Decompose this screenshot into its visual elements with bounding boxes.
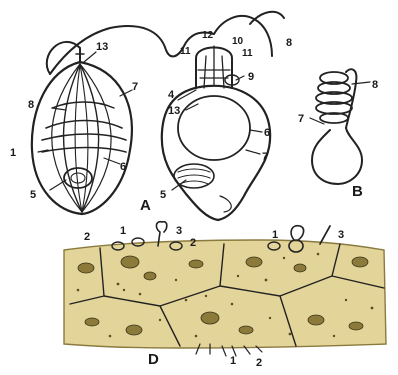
panel-a-caption: A bbox=[140, 197, 151, 214]
callout-d-2-left: 2 bbox=[84, 231, 90, 243]
panel-b-caption: B bbox=[352, 183, 363, 200]
callout-d-2-mid: 2 bbox=[190, 237, 196, 249]
callout-d-3-left: 3 bbox=[176, 225, 182, 237]
callout-b-7: 7 bbox=[298, 113, 304, 125]
callout-d-1-bottom: 1 bbox=[230, 355, 236, 367]
callout-d-2-bottom: 2 bbox=[256, 357, 262, 369]
panel-d-tissue bbox=[64, 222, 386, 356]
callout-b-8: 8 bbox=[372, 79, 378, 91]
callout-a-11-left: 11 bbox=[180, 46, 191, 57]
callout-a-7-left: 7 bbox=[132, 81, 138, 93]
callout-a-12: 12 bbox=[202, 30, 214, 41]
panel-a-trophozoite bbox=[32, 48, 132, 214]
callout-d-3-right: 3 bbox=[338, 229, 344, 241]
callout-a-4: 4 bbox=[168, 89, 175, 101]
callout-a-5-left: 5 bbox=[30, 189, 36, 201]
callout-a-6-right: 6 bbox=[264, 127, 270, 139]
callout-a-7-right: 7 bbox=[262, 151, 268, 163]
callout-a-9: 9 bbox=[248, 71, 254, 83]
callout-a-8-left: 8 bbox=[28, 99, 34, 111]
callout-a-11-right: 11 bbox=[242, 48, 253, 59]
callout-d-1-right: 1 bbox=[272, 229, 278, 241]
callout-a-6-left: 6 bbox=[120, 161, 126, 173]
callout-a-13-top: 13 bbox=[96, 41, 108, 53]
callout-a-10: 10 bbox=[232, 36, 244, 47]
callout-a-13-right: 13 bbox=[168, 105, 180, 117]
callout-a-1: 1 bbox=[10, 147, 16, 159]
panel-d-caption: D bbox=[148, 351, 159, 368]
callout-a-8-right: 8 bbox=[286, 37, 292, 49]
panel-b-coiled-tube bbox=[312, 69, 362, 184]
callout-d-1-left: 1 bbox=[120, 225, 126, 237]
callout-a-5-right: 5 bbox=[160, 189, 166, 201]
